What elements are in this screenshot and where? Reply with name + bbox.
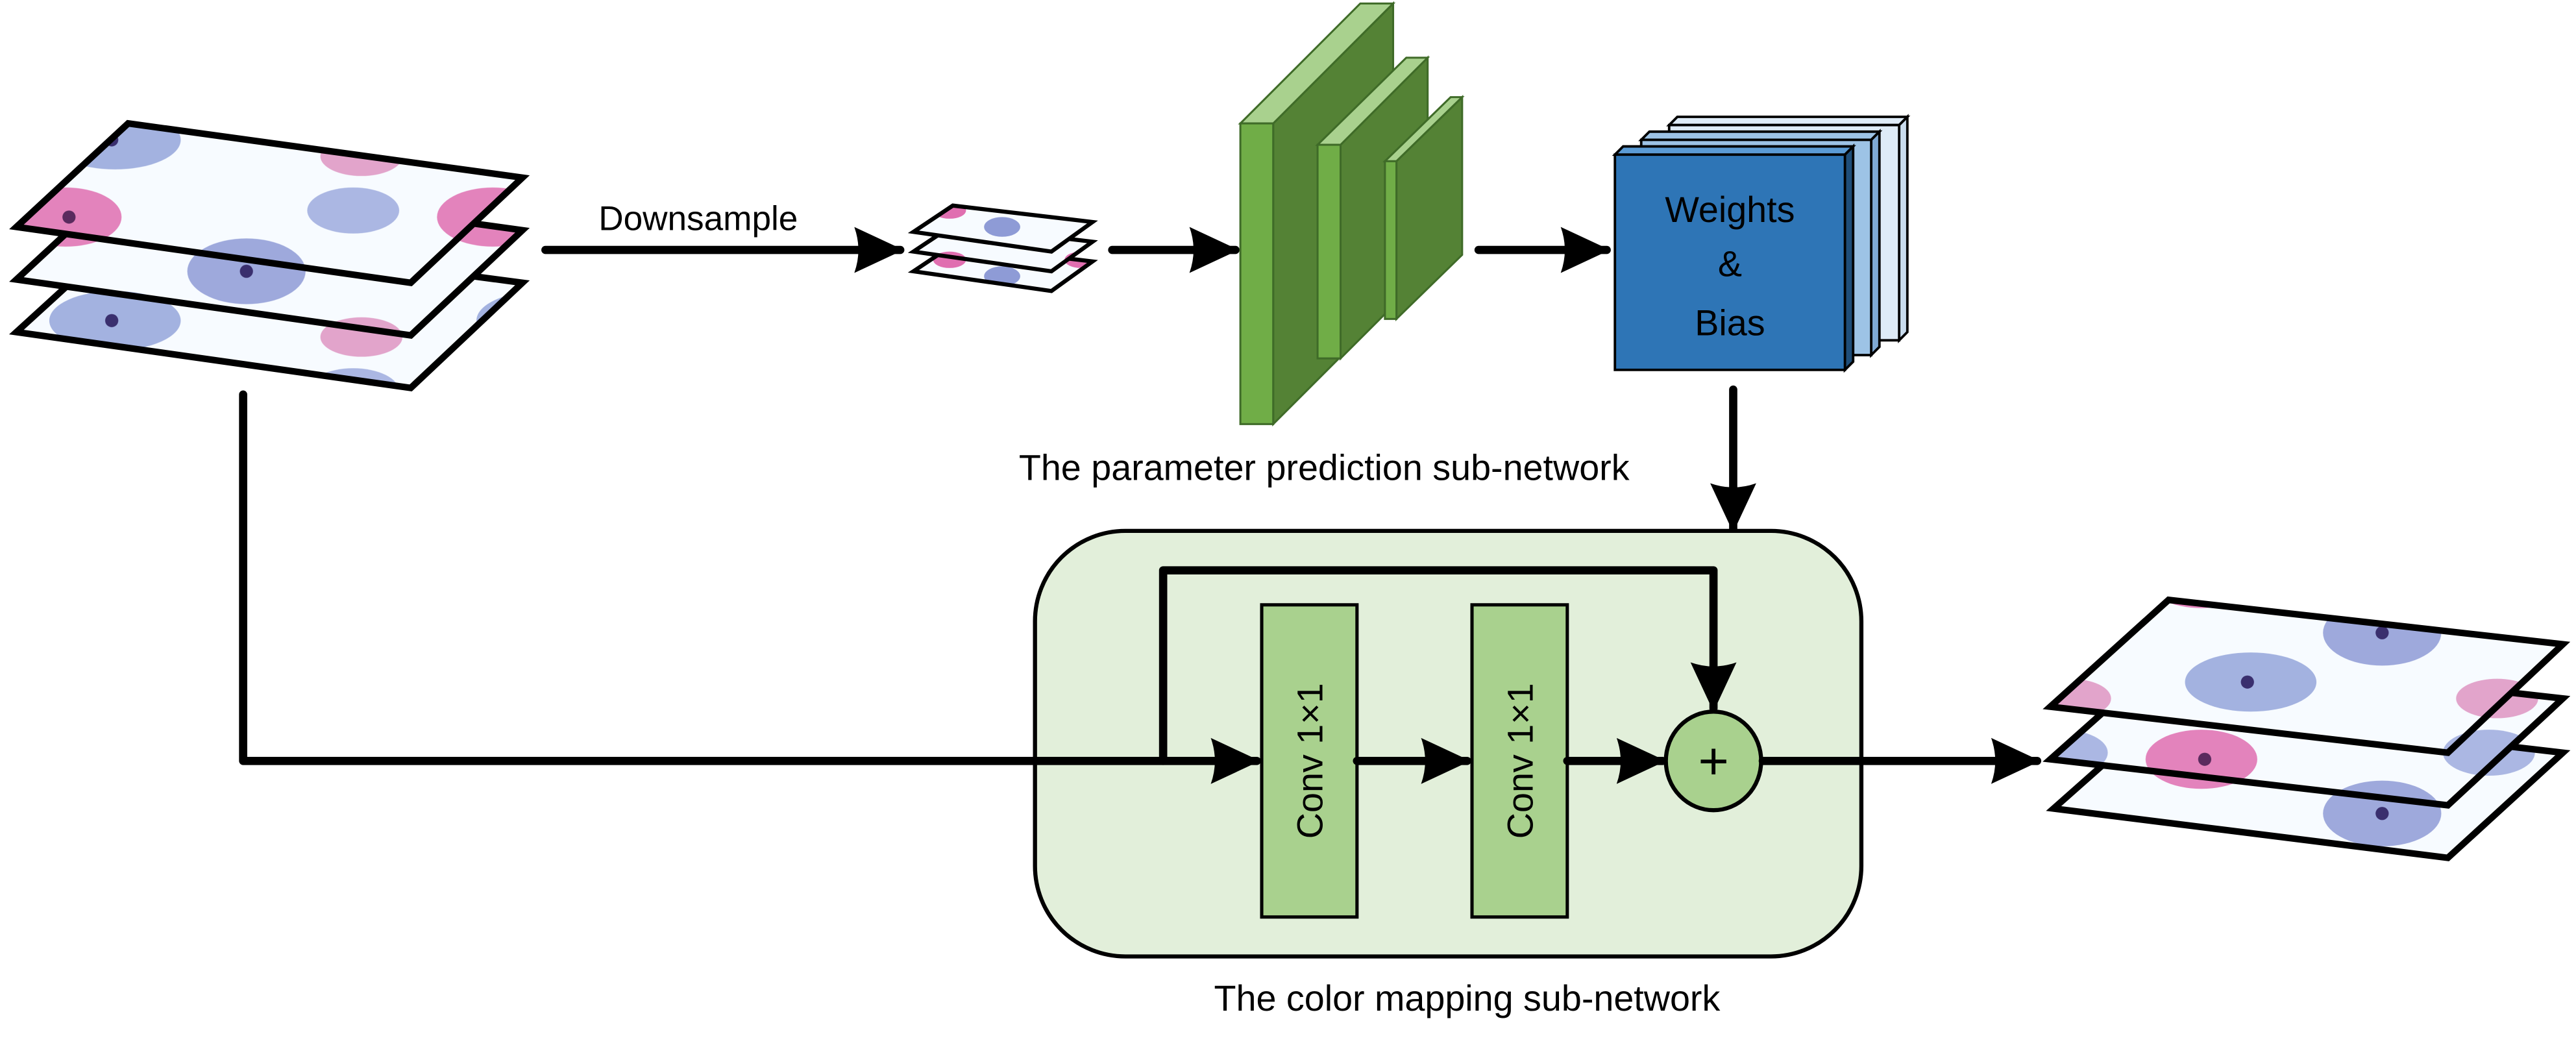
weights-bias-stack [1612, 114, 1911, 373]
conv-block-1 [1260, 603, 1359, 919]
add-symbol: + [1698, 732, 1728, 791]
skip-connection-arrow [1159, 566, 1737, 765]
color-mapping-caption: The color mapping sub-network [1214, 978, 1721, 1018]
downsample-label: Downsample [598, 200, 798, 238]
conv-label-1: Conv 1×1 [1290, 683, 1331, 839]
output-image-layer-1 [2042, 596, 2571, 756]
parameter-network-caption: The parameter prediction sub-network [1019, 447, 1630, 487]
weights-label: Weights [1665, 190, 1795, 230]
output-image-stack [2042, 596, 2571, 861]
conv-label-2: Conv 1×1 [1501, 683, 1541, 839]
cnn-block-3 [1382, 95, 1465, 321]
input-to-conv-arrow [239, 390, 1261, 784]
weights-layer-front [1612, 143, 1856, 373]
input-image-stack [8, 119, 530, 392]
downsampled-layer-1 [907, 203, 1098, 254]
downsampled-image-stack [907, 203, 1098, 293]
input-image-layer-1 [9, 119, 530, 287]
ampersand-label: & [1718, 244, 1742, 284]
cnn-blocks [1238, 1, 1465, 427]
bias-label: Bias [1695, 303, 1765, 343]
